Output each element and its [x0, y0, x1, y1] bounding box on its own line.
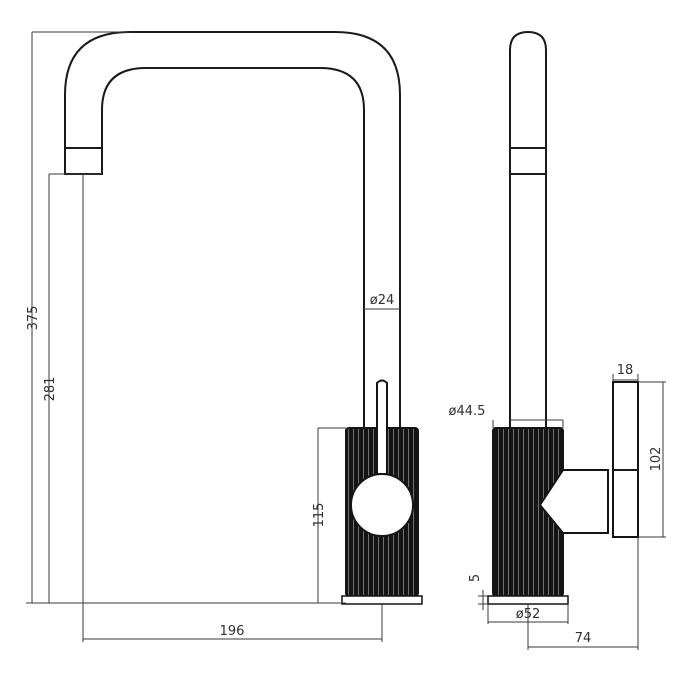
- spout-inner-outline: [101, 67, 365, 428]
- spout-outer-outline: [64, 31, 401, 428]
- spout-side-band: [509, 147, 547, 175]
- spout-side-outline: [509, 30, 547, 428]
- handle-width-label: 18: [617, 363, 634, 378]
- base-plate-side: [487, 595, 569, 605]
- total-height-label: 375: [26, 306, 41, 331]
- handle-reach-label: 74: [575, 631, 592, 646]
- lever-handle: [376, 379, 388, 475]
- spout-reach-label: 196: [220, 624, 245, 639]
- handle-side-column: [612, 381, 639, 538]
- spout-aerator: [64, 147, 103, 175]
- handle-knob: [350, 473, 414, 537]
- handle-connector: [538, 469, 609, 534]
- spout-diameter-label: ø24: [370, 293, 395, 308]
- base-plate-front: [341, 595, 423, 605]
- handle-height-label: 102: [649, 447, 664, 472]
- body-height-label: 115: [312, 503, 327, 528]
- body-diameter-label: ø44.5: [449, 404, 486, 419]
- side-view: ø44.5 ø52 5 18 102 74: [449, 30, 666, 650]
- spout-height-label: 281: [43, 377, 58, 402]
- base-thickness-label: 5: [468, 574, 483, 582]
- front-view: 375 281 115 ø24 196: [26, 31, 423, 642]
